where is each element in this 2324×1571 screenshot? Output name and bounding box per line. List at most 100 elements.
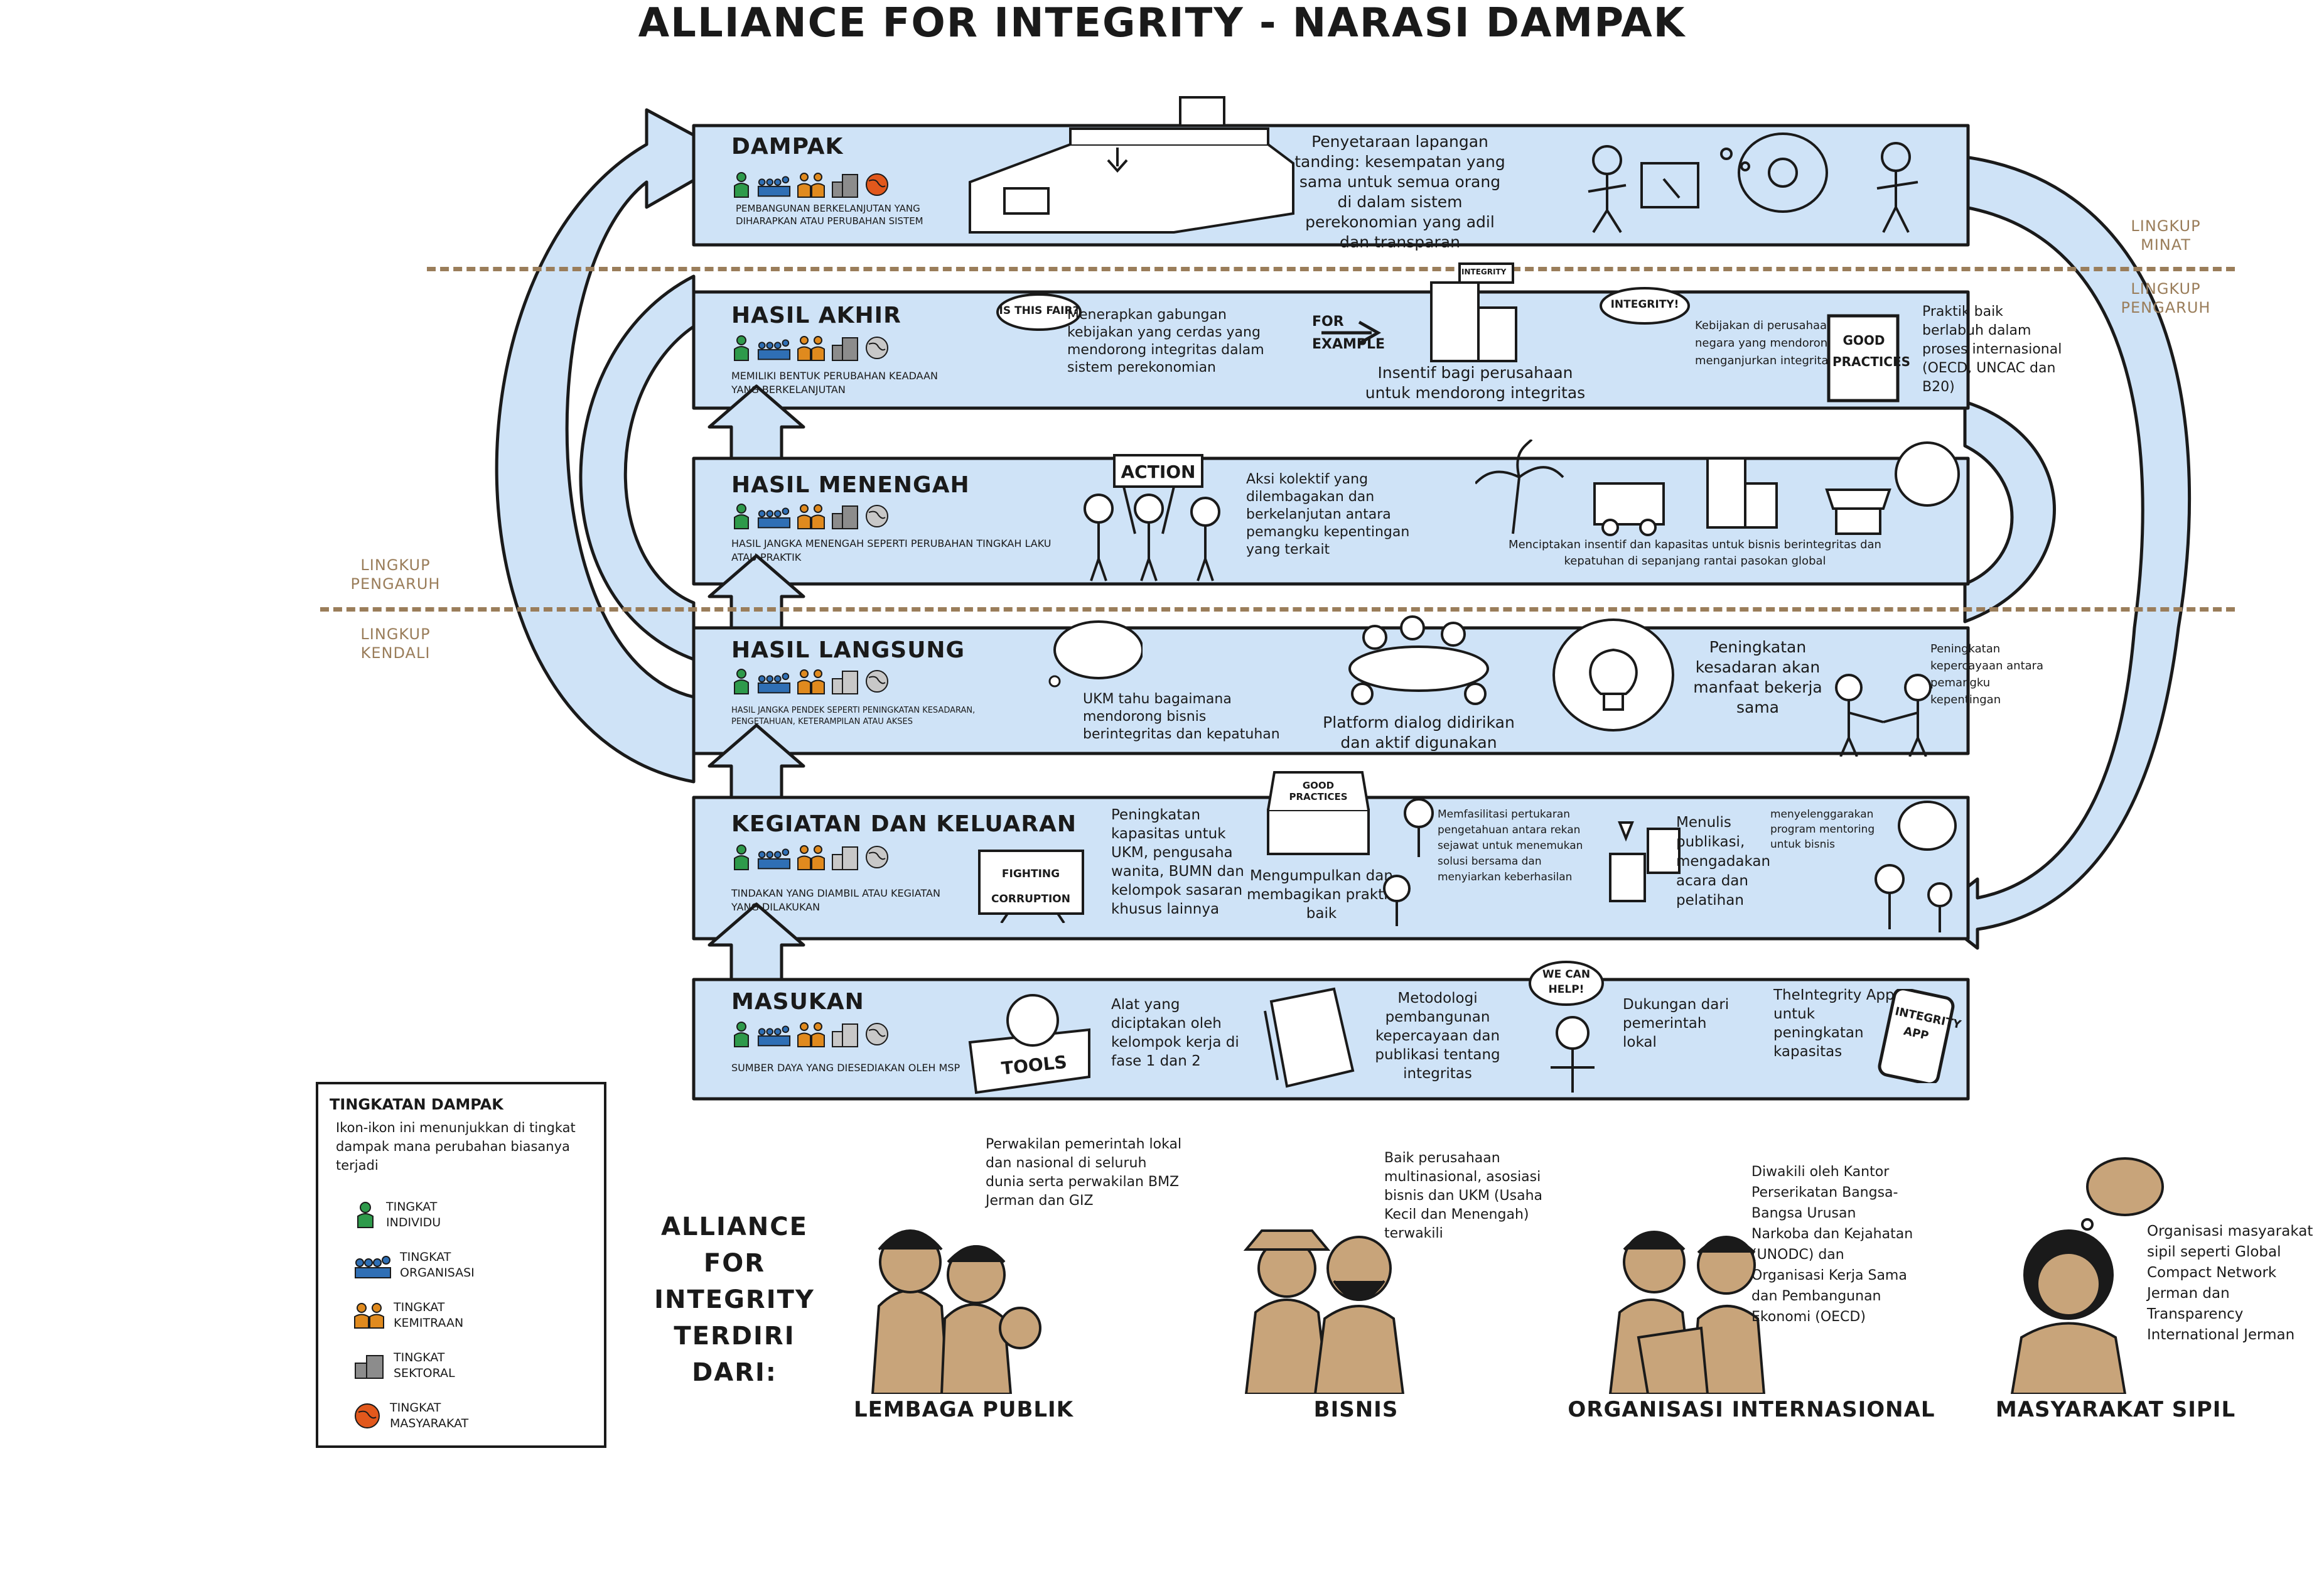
- band-subtitle-masukan: SUMBER DAYA YANG DIESEDIAKAN OLEH MSP: [731, 1062, 960, 1074]
- legend-item-kemitraan: TINGKAT KEMITRAAN: [353, 1300, 463, 1331]
- left-loop-arrow: [495, 108, 736, 784]
- publications-stack-sketch: [1259, 983, 1359, 1093]
- globe-icon: [355, 1403, 380, 1428]
- zone-label-kendali: LINGKUP KENDALI: [360, 625, 431, 662]
- zone-line-minat: [427, 267, 2235, 271]
- partnership-icon: [797, 845, 825, 870]
- band-subtitle-hasil-langsung: HASIL JANGKA PENDEK SEPERTI PENINGKATAN …: [731, 706, 976, 726]
- building-sketch: [969, 96, 1294, 234]
- kegiatan-text-1: Peningkatan kapasitas untuk UKM, pengusa…: [1111, 807, 1244, 917]
- group-icon: [757, 507, 791, 529]
- legend-label-sektoral: TINGKAT SEKTORAL: [394, 1351, 455, 1380]
- good-practices-book: GOOD PRACTICES: [1824, 311, 1910, 405]
- up-arrow-4: [707, 384, 805, 460]
- right-loop-arrow: [1932, 155, 2192, 950]
- group-icon: [355, 1256, 391, 1278]
- hasil-menengah-text-2: Menciptakan insentif dan kapasitas untuk…: [1509, 538, 1881, 568]
- level-icons-hasil-langsung: [731, 667, 890, 695]
- zone-label-pengaruh-left: LINGKUP PENGARUH: [350, 556, 441, 593]
- sector-icon: [832, 671, 858, 694]
- legend-item-individu: TINGKAT INDIVIDU: [353, 1199, 441, 1231]
- sector-icon: [832, 846, 858, 870]
- up-arrow-2: [707, 723, 805, 799]
- legend-label-kemitraan: TINGKAT KEMITRAAN: [394, 1300, 464, 1330]
- international-org-figures: [1604, 1193, 1792, 1395]
- level-icons-kegiatan: [731, 843, 890, 871]
- integrity-bubble: INTEGRITY!: [1598, 286, 1692, 330]
- sector-icon: [832, 1023, 858, 1047]
- band-title-dampak: DAMPAK: [731, 134, 844, 159]
- group-icon: [757, 176, 791, 197]
- person-icon: [734, 504, 749, 529]
- integrity-bubble-text: INTEGRITY!: [1610, 298, 1679, 311]
- member-desc-international: Diwakili oleh Kantor Perserikatan Bangsa…: [1751, 1164, 1913, 1325]
- people-playing-sketch: [1519, 129, 1959, 242]
- person-icon: [734, 1022, 749, 1047]
- band-subtitle-kegiatan: TINDAKAN YANG DIAMBIL ATAU KEGIATAN YANG…: [731, 887, 940, 913]
- we-can-help-bubble: WE CAN HELP!: [1529, 961, 1604, 1011]
- globe-icon: [866, 670, 888, 693]
- person-icon: [734, 669, 749, 694]
- level-icons-hasil-menengah: [731, 502, 890, 530]
- band-subtitle-hasil-akhir: MEMILIKI BENTUK PERUBAHAN KEADAAN YANG B…: [731, 370, 938, 396]
- level-icons-dampak: [731, 171, 890, 198]
- meeting-table-sketch: [1343, 612, 1494, 713]
- person-icon: [734, 335, 749, 361]
- legend-item-masyarakat: TINGKAT MASYARAKAT: [353, 1400, 468, 1432]
- masukan-text-1: Alat yang diciptakan oleh kelompok kerja…: [1111, 996, 1239, 1069]
- impact-level-legend: TINGKATAN DAMPAK Ikon-ikon ini menunjukk…: [316, 1082, 606, 1448]
- inner-left-loop: [579, 274, 696, 661]
- legend-item-organisasi: TINGKAT ORGANISASI: [353, 1250, 475, 1281]
- civil-society-figure: [2006, 1149, 2169, 1395]
- legend-label-masyarakat: TINGKAT MASYARAKAT: [390, 1401, 469, 1430]
- sector-icon: [832, 505, 858, 529]
- band-title-masukan: MASUKAN: [731, 989, 864, 1015]
- level-icons-masukan: [731, 1020, 890, 1048]
- good-practices-box: GOOD PRACTICES: [1256, 766, 1381, 866]
- band-subtitle-dampak: PEMBANGUNAN BERKELANJUTAN YANG DIHARAPKA…: [736, 203, 923, 227]
- for-example-label: FOR EXAMPLE: [1312, 314, 1385, 352]
- member-label-business: BISNIS: [1313, 1397, 1399, 1422]
- partnership-icon: [797, 504, 825, 529]
- zone-label-pengaruh-right: LINGKUP PENGARUH: [2121, 280, 2211, 316]
- band-title-hasil-langsung: HASIL LANGSUNG: [731, 637, 966, 663]
- person-icon: [734, 172, 749, 198]
- sector-icon: [832, 174, 858, 198]
- dampak-text: Penyetaraan lapangan tanding: kesempatan…: [1294, 132, 1505, 251]
- partnership-icon: [797, 173, 825, 198]
- hasil-langsung-text-3: Peningkatan kesadaran akan manfaat beker…: [1693, 638, 1822, 716]
- band-hasil-langsung-shape: [692, 626, 1970, 755]
- zone-label-minat: LINGKUP MINAT: [2131, 217, 2201, 254]
- band-hasil-akhir-shape: [692, 290, 1970, 410]
- lightbulb-sketch: [1551, 615, 1682, 741]
- band-title-hasil-akhir: HASIL AKHIR: [731, 303, 901, 328]
- fighting-corruption-board: FIGHTING CORRUPTION: [976, 848, 1089, 924]
- zone-line-kendali: [320, 607, 2235, 612]
- band-title-hasil-menengah: HASIL MENENGAH: [731, 472, 970, 498]
- masukan-text-2: Metodologi pembangunan kepercayaan dan p…: [1375, 990, 1500, 1082]
- up-arrow-1: [707, 902, 805, 981]
- fair-bubble: IS THIS FAIR?: [995, 292, 1083, 336]
- kegiatan-text-5: menyelenggarakan program mentoring untuk…: [1770, 808, 1875, 851]
- we-can-help-text: WE CAN HELP!: [1542, 968, 1591, 996]
- person-icon: [734, 845, 749, 870]
- public-institution-figures: [860, 1193, 1048, 1395]
- hasil-akhir-text-1: Menerapkan gabungan kebijakan yang cerda…: [1067, 307, 1264, 375]
- globe-icon: [866, 1023, 888, 1045]
- hasil-langsung-text-1: UKM tahu bagaimana mendorong bisnis beri…: [1083, 691, 1280, 742]
- business-figures: [1240, 1193, 1441, 1395]
- masukan-text-3: Dukungan dari pemerintah lokal: [1623, 996, 1730, 1050]
- member-desc-business: Baik perusahaan multinasional, asosiasi …: [1384, 1150, 1542, 1241]
- legend-title: TINGKATAN DAMPAK: [330, 1096, 503, 1113]
- group-icon: [757, 1025, 791, 1047]
- hasil-langsung-text-2: Platform dialog didirikan dan aktif digu…: [1323, 713, 1515, 752]
- legend-label-individu: TINGKAT INDIVIDU: [386, 1200, 441, 1229]
- fighting-corruption-text: FIGHTING CORRUPTION: [991, 868, 1070, 905]
- hasil-menengah-text-1: Aksi kolektif yang dilembagakan dan berk…: [1246, 472, 1410, 558]
- partnership-icon: [797, 1022, 825, 1047]
- partnership-icon: [354, 1303, 384, 1329]
- member-label-public: LEMBAGA PUBLIK: [853, 1397, 1074, 1422]
- action-sign-text: ACTION: [1121, 462, 1196, 482]
- partnership-icon: [797, 336, 825, 361]
